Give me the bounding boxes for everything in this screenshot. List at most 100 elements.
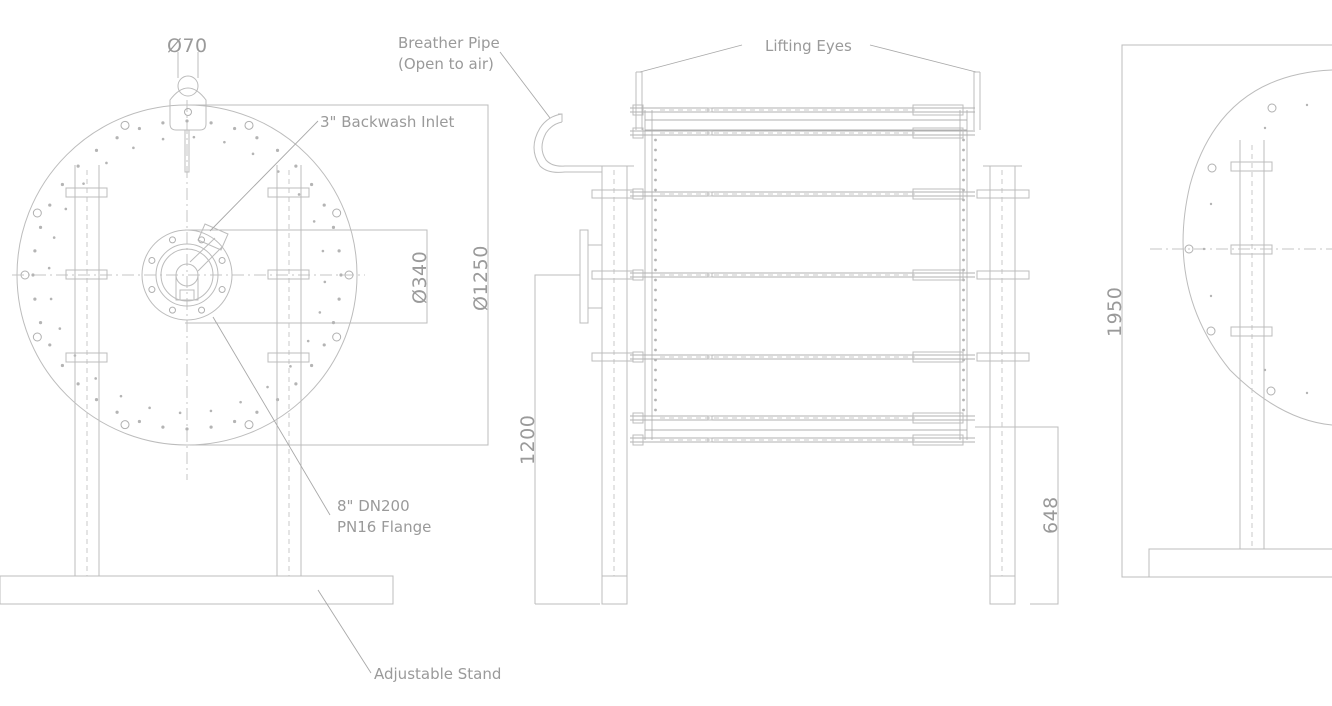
right-leg [1239,140,1265,549]
bolt-dot [321,249,325,253]
bolt-dot [323,280,327,284]
lifting-eye-leader-left [639,44,743,73]
bolt-dot [209,409,213,413]
bolt-dot [654,408,657,412]
nut-left [632,434,644,446]
rod-sleeve [912,412,964,424]
nozzle-body [175,275,199,301]
bolt-icon [244,120,254,130]
bolt-dot [654,318,657,322]
bolt-dot [654,258,657,262]
bolt-dot [148,406,151,410]
bolt-dot [132,146,135,150]
flange-bore [160,248,214,302]
bolt-icon [1206,326,1216,336]
bolt-dot [192,135,196,139]
bolt-dot [654,178,657,182]
bolt-dot [318,311,322,314]
bolt-dot [654,208,657,212]
dim-1200-label: 1200 [517,415,539,465]
bolt-dot [38,320,43,325]
bolt-dot [49,297,53,301]
bolt-dot [312,220,316,223]
tank-bolt-ring [31,119,343,431]
bolt-dot [962,138,965,142]
breather-hook-inner [541,121,602,167]
bolt-dot [339,273,343,277]
bolt-dot [654,138,657,142]
nut-left [632,269,644,281]
bolt-dot [1202,247,1206,251]
lifting-eyes-label: Lifting Eyes [765,37,852,55]
bolt-icon [1267,103,1277,113]
lug-bolt-icon [184,108,192,116]
bolt-dot [962,218,965,222]
flange-bolt-icon [148,286,156,294]
bolt-dot [962,318,965,322]
bolt-dot [962,178,965,182]
bolt-dot [1209,202,1213,206]
bolt-dot [178,411,182,415]
bolt-dot [52,236,56,239]
nut-left [632,127,644,139]
breather-hook-outer [533,113,602,173]
leg-clamp-right [976,189,1030,199]
flange-bolt-icon [198,236,206,244]
backwash-inlet-pipe [189,223,229,272]
bolt-dot [331,320,336,325]
flange-bolt-icon [198,306,206,314]
bolt-icon [32,208,42,218]
bolt-dot [654,158,657,162]
flange-bolts [148,236,226,314]
side-flange-neck [588,244,602,309]
bolt-dot [654,328,657,332]
stand-legs [74,165,302,576]
flange-bolt-icon [218,286,226,294]
bolt-dot [331,225,336,230]
bolt-dot [277,170,280,173]
bolt-icon [244,420,254,430]
bolt-dot [60,363,65,368]
dim-1950-extension [1121,44,1332,578]
side-flange [579,229,589,324]
rod-marker [707,415,713,421]
bolt-dot [962,168,965,172]
partial-right-view: 1950 [1104,44,1332,578]
bolt-dot [654,198,657,202]
lifting-lug-hole [177,75,199,97]
bolt-dot [239,400,242,404]
bolt-dot [962,288,965,292]
bolt-dot [232,419,237,424]
front-view: Ø70 3" Backwash Inlet 8" DN200 PN16 Flan… [0,35,501,683]
tie-rods [591,104,1030,446]
bolt-dot [962,248,965,252]
bolt-dot [654,278,657,282]
bolt-icon [332,208,342,218]
bolt-dot [962,308,965,312]
bolt-dot [1305,103,1309,107]
leg-clamp-left [591,352,634,362]
side-bolt-column-right [962,138,965,412]
nut-left [632,412,644,424]
dim-648-extension [975,426,1059,605]
bolt-dot [47,266,51,270]
bolt-dot [266,385,269,389]
bolt-dot [275,397,280,402]
rod-sleeve [912,434,964,446]
bolt-dot [654,228,657,232]
right-lifting-eye [973,71,981,130]
bolt-dot [294,164,298,168]
dim-1200-extension [534,274,580,604]
dim-340-extension [185,229,428,324]
bolt-dot [654,168,657,172]
leg-clamp-right [976,270,1030,280]
rod-sleeve [912,127,964,139]
side-view: Breather Pipe (Open to air) Lifting Eyes… [398,34,1062,605]
flange-outer [141,229,233,321]
clamp [267,352,310,363]
lifting-lug [169,87,207,131]
bolt-dot [322,203,326,207]
leg-centerlines [86,170,290,576]
bolt-dot [60,182,65,187]
right-base [1148,548,1332,577]
